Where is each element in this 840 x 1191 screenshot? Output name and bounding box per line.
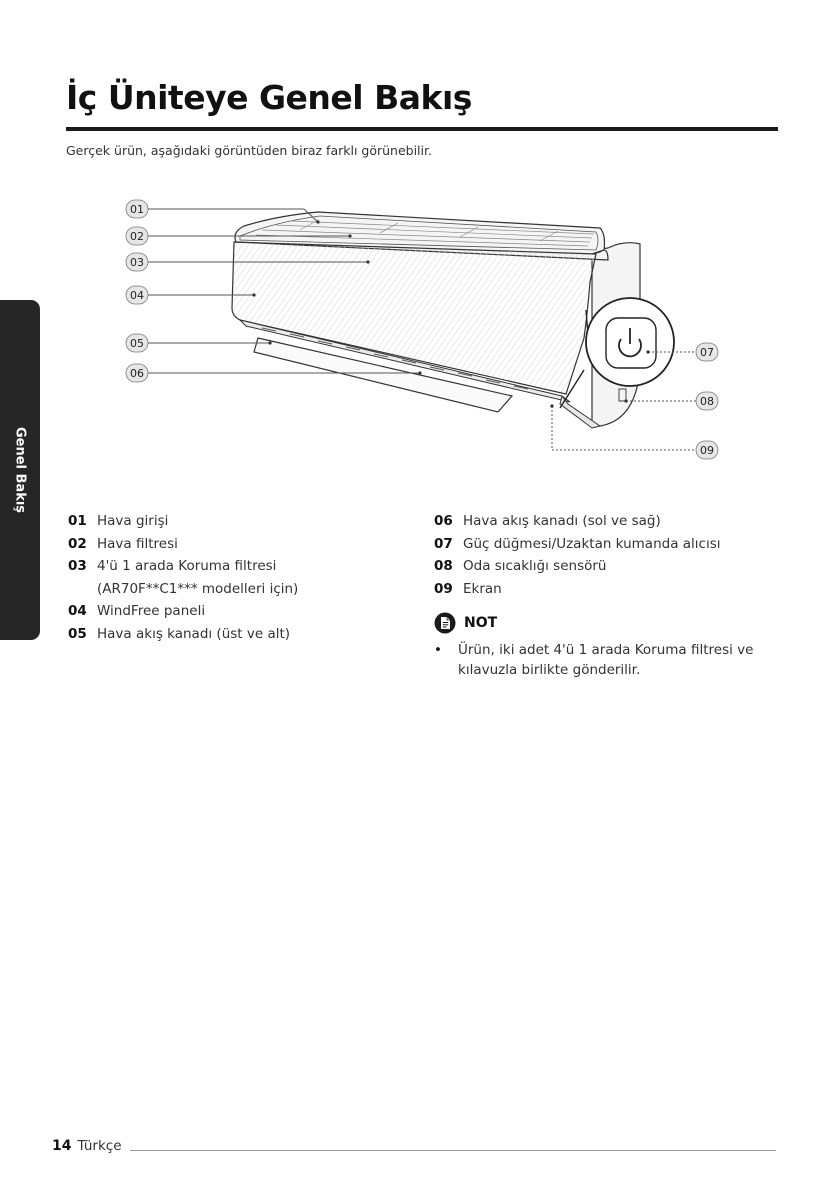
part-item: 05 Hava akış kanadı (üst ve alt) bbox=[68, 623, 408, 646]
callout-marker-03: 03 bbox=[125, 252, 149, 272]
part-item: 08 Oda sıcaklığı sensörü bbox=[434, 555, 774, 578]
part-description: Oda sıcaklığı sensörü bbox=[463, 558, 607, 574]
part-description: Hava girişi bbox=[97, 513, 169, 529]
callout-label: 02 bbox=[130, 230, 144, 243]
parts-list-left: 01 Hava girişi 02 Hava filtresi 03 4'ü 1… bbox=[68, 510, 408, 645]
part-description: Hava filtresi bbox=[97, 535, 178, 552]
part-description: Ekran bbox=[463, 580, 502, 597]
callout-marker-09: 09 bbox=[695, 440, 719, 460]
callout-label: 08 bbox=[700, 395, 714, 408]
footer-rule bbox=[130, 1150, 776, 1151]
page-number: 14 bbox=[52, 1138, 72, 1154]
part-number: 06 bbox=[434, 513, 453, 529]
callout-marker-01: 01 bbox=[125, 199, 149, 219]
part-number: 07 bbox=[434, 535, 453, 552]
callout-marker-04: 04 bbox=[125, 285, 149, 305]
note-heading: NOT bbox=[434, 612, 497, 634]
callout-marker-05: 05 bbox=[125, 333, 149, 353]
callout-label: 01 bbox=[130, 203, 144, 216]
part-number: 03 bbox=[68, 558, 87, 574]
part-description: 4'ü 1 arada Koruma filtresi (AR70F**C1**… bbox=[97, 558, 299, 597]
page-subtitle: Gerçek ürün, aşağıdaki görüntüden biraz … bbox=[66, 143, 432, 158]
part-item: 06 Hava akış kanadı (sol ve sağ) bbox=[434, 510, 774, 533]
part-number: 02 bbox=[68, 535, 87, 552]
callout-marker-07: 07 bbox=[695, 342, 719, 362]
callout-marker-06: 06 bbox=[125, 363, 149, 383]
note-title: NOT bbox=[464, 615, 498, 631]
callout-marker-08: 08 bbox=[695, 391, 719, 411]
callout-label: 06 bbox=[130, 367, 144, 380]
part-description: Güç düğmesi/Uzaktan kumanda alıcısı bbox=[463, 535, 721, 552]
part-item: 07 Güç düğmesi/Uzaktan kumanda alıcısı bbox=[434, 533, 774, 556]
part-number: 05 bbox=[68, 625, 87, 642]
parts-list-right: 06 Hava akış kanadı (sol ve sağ) 07 Güç … bbox=[434, 510, 774, 600]
note-icon bbox=[434, 612, 456, 634]
power-icon bbox=[618, 328, 642, 358]
note-bullet-item: • Ürün, iki adet 4'ü 1 arada Koruma filt… bbox=[434, 640, 764, 680]
callout-label: 07 bbox=[700, 346, 714, 359]
note-text: Ürün, iki adet 4'ü 1 arada Koruma filtre… bbox=[458, 642, 754, 678]
callout-label: 05 bbox=[130, 337, 144, 350]
part-number: 01 bbox=[68, 513, 87, 529]
part-description: WindFree paneli bbox=[97, 603, 206, 619]
part-item: 01 Hava girişi bbox=[68, 510, 408, 533]
section-side-tab bbox=[0, 300, 40, 640]
callout-leaders bbox=[148, 208, 696, 451]
part-item: 03 4'ü 1 arada Koruma filtresi (AR70F**C… bbox=[68, 555, 408, 600]
callout-label: 09 bbox=[700, 444, 714, 457]
part-item: 04 WindFree paneli bbox=[68, 600, 408, 623]
top-air-inlet-grille bbox=[255, 219, 595, 247]
part-item: 02 Hava filtresi bbox=[68, 533, 408, 556]
airflow-blade-slots bbox=[261, 327, 529, 390]
page-title: İç Üniteye Genel Bakış bbox=[66, 78, 472, 117]
part-description: Hava akış kanadı (üst ve alt) bbox=[97, 625, 291, 642]
callout-end-dots bbox=[252, 220, 650, 408]
part-number: 09 bbox=[434, 580, 453, 597]
callout-label: 04 bbox=[130, 289, 144, 302]
indoor-unit-diagram: 01 02 03 04 05 06 07 08 09 bbox=[125, 199, 719, 460]
page-footer: 14 Türkçe bbox=[52, 1138, 122, 1154]
part-description: Hava akış kanadı (sol ve sağ) bbox=[463, 513, 661, 529]
callout-marker-02: 02 bbox=[125, 226, 149, 246]
part-number: 08 bbox=[434, 558, 453, 574]
title-rule bbox=[66, 127, 778, 131]
indoor-unit-illustration bbox=[231, 211, 675, 429]
callout-label: 03 bbox=[130, 256, 144, 269]
part-number: 04 bbox=[68, 603, 87, 619]
bullet-icon: • bbox=[434, 642, 442, 658]
part-item: 09 Ekran bbox=[434, 578, 774, 601]
page-language: Türkçe bbox=[77, 1138, 122, 1154]
